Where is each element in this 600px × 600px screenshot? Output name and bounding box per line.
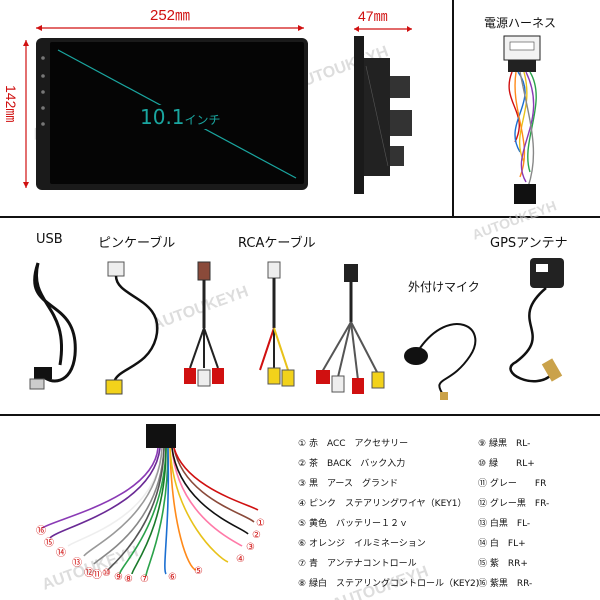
legend-item: ⑤ 黄色 バッテリー１２ｖ <box>298 516 408 529</box>
wire-tag-7: ⑦ <box>140 574 149 585</box>
legend-num: ⑫ <box>478 499 488 509</box>
legend-text: 白黒 FL- <box>489 519 531 529</box>
legend-item: ⑯ 紫黒 RR- <box>478 576 532 589</box>
screen-size-unit: インチ <box>184 113 221 127</box>
legend-num: ⑧ <box>298 579 307 589</box>
head-unit-side <box>354 36 412 194</box>
legend-num: ⑭ <box>478 539 488 549</box>
screen-size-value: 10.1 <box>140 105 185 129</box>
width-dimension-arrow <box>36 25 304 31</box>
legend-item: ⑫ グレー黒 FR- <box>478 496 549 509</box>
wire-tag-6: ⑥ <box>168 572 177 583</box>
wiring-harness-image <box>41 424 259 577</box>
legend-item: ⑨ 緑黒 RL- <box>478 436 530 449</box>
rca-cable-label: RCAケーブル <box>238 236 316 251</box>
rca-cable-3-image <box>316 264 385 394</box>
wire-tag-12: ⑫ <box>84 568 94 579</box>
legend-text: 緑黒 RL- <box>488 439 531 449</box>
legend-item: ⑮ 紫 RR+ <box>478 556 528 569</box>
legend-num: ⑮ <box>478 559 488 569</box>
legend-text: 黒 アース グランド <box>308 479 398 489</box>
width-dimension-label: 252㎜ <box>150 7 191 24</box>
legend-item: ⑭ 白 FL+ <box>478 536 526 549</box>
legend-num: ⑬ <box>478 519 488 529</box>
legend-item: ⑪ グレー FR <box>478 476 546 489</box>
legend-num: ⑥ <box>298 539 307 549</box>
legend-item: ⑥ オレンジ イルミネーション <box>298 536 426 549</box>
legend-text: グレー黒 FR- <box>489 499 550 509</box>
rca-cable-1-image <box>184 261 224 387</box>
pin-cable-label: ピンケーブル <box>98 236 176 251</box>
wire-tag-8: ⑧ <box>124 574 133 585</box>
wire-tag-10: ⑩ <box>102 568 111 579</box>
legend-text: 白 FL+ <box>489 539 526 549</box>
legend-text: 赤 ACC アクセサリー <box>308 439 409 449</box>
legend-num: ① <box>298 439 307 449</box>
legend-num: ⑯ <box>478 579 488 589</box>
legend-num: ③ <box>298 479 307 489</box>
divider-middle <box>0 414 600 416</box>
depth-dimension-arrow <box>354 26 412 32</box>
usb-label: USB <box>36 232 63 247</box>
legend-item: ⑬ 白黒 FL- <box>478 516 530 529</box>
wire-tag-11: ⑪ <box>92 570 102 581</box>
wire-tag-13: ⑬ <box>72 558 82 569</box>
legend-item: ③ 黒 アース グランド <box>298 476 398 489</box>
legend-num: ④ <box>298 499 307 509</box>
wire-tag-16: ⑯ <box>36 526 46 537</box>
height-dimension-arrow <box>23 40 29 188</box>
external-mic-image <box>404 323 477 400</box>
legend-text: オレンジ イルミネーション <box>308 539 426 549</box>
legend-text: 紫黒 RR- <box>489 579 533 589</box>
harness-title: 電源ハーネス <box>484 16 557 30</box>
gps-antenna-image <box>509 258 564 383</box>
wire-tag-14: ⑭ <box>56 548 66 559</box>
wire-tag-2: ② <box>252 530 261 541</box>
legend-text: 黄色 バッテリー１２ｖ <box>308 519 408 529</box>
divider-vertical <box>452 0 454 216</box>
legend-item: ⑦ 青 アンテナコントロール <box>298 556 417 569</box>
legend-num: ⑦ <box>298 559 307 569</box>
legend-item: ⑩ 緑 RL+ <box>478 456 535 469</box>
legend-item: ④ ピンク ステアリングワイヤ（KEY1） <box>298 496 467 509</box>
legend-num: ⑨ <box>478 439 487 449</box>
legend-text: ピンク ステアリングワイヤ（KEY1） <box>308 499 467 509</box>
legend-item: ② 茶 BACK バック入力 <box>298 456 405 469</box>
external-mic-label: 外付けマイク <box>408 280 480 294</box>
wire-tag-9: ⑨ <box>114 572 123 583</box>
wire-tag-15: ⑮ <box>44 538 54 549</box>
legend-item: ① 赤 ACC アクセサリー <box>298 436 408 449</box>
pin-cable-image <box>105 261 159 395</box>
legend-text: 緑白 ステアリングコントロール（KEY2) <box>308 579 480 589</box>
legend-item: ⑧ 緑白 ステアリングコントロール（KEY2) <box>298 576 479 589</box>
rca-cable-2-image <box>259 261 295 387</box>
depth-dimension-label: 47㎜ <box>358 8 388 24</box>
legend-text: 緑 RL+ <box>488 459 535 469</box>
legend-text: 青 アンテナコントロール <box>308 559 417 569</box>
legend-num: ② <box>298 459 307 469</box>
wire-tag-4: ④ <box>236 554 245 565</box>
wire-tag-1: ① <box>256 518 265 529</box>
legend-num: ⑩ <box>478 459 487 469</box>
wire-tag-3: ③ <box>246 542 255 553</box>
divider-top <box>0 216 600 218</box>
usb-cable-image <box>29 262 77 390</box>
wire-tag-5: ⑤ <box>194 566 203 577</box>
legend-text: 紫 RR+ <box>489 559 528 569</box>
height-dimension-label: 142㎜ <box>3 85 19 123</box>
legend-text: 茶 BACK バック入力 <box>308 459 406 469</box>
legend-num: ⑪ <box>478 479 488 489</box>
legend-text: グレー FR <box>489 479 547 489</box>
legend-num: ⑤ <box>298 519 307 529</box>
gps-antenna-label: GPSアンテナ <box>490 236 568 251</box>
power-harness-image <box>503 35 541 204</box>
screen-size-label: 10.1インチ <box>136 105 225 129</box>
